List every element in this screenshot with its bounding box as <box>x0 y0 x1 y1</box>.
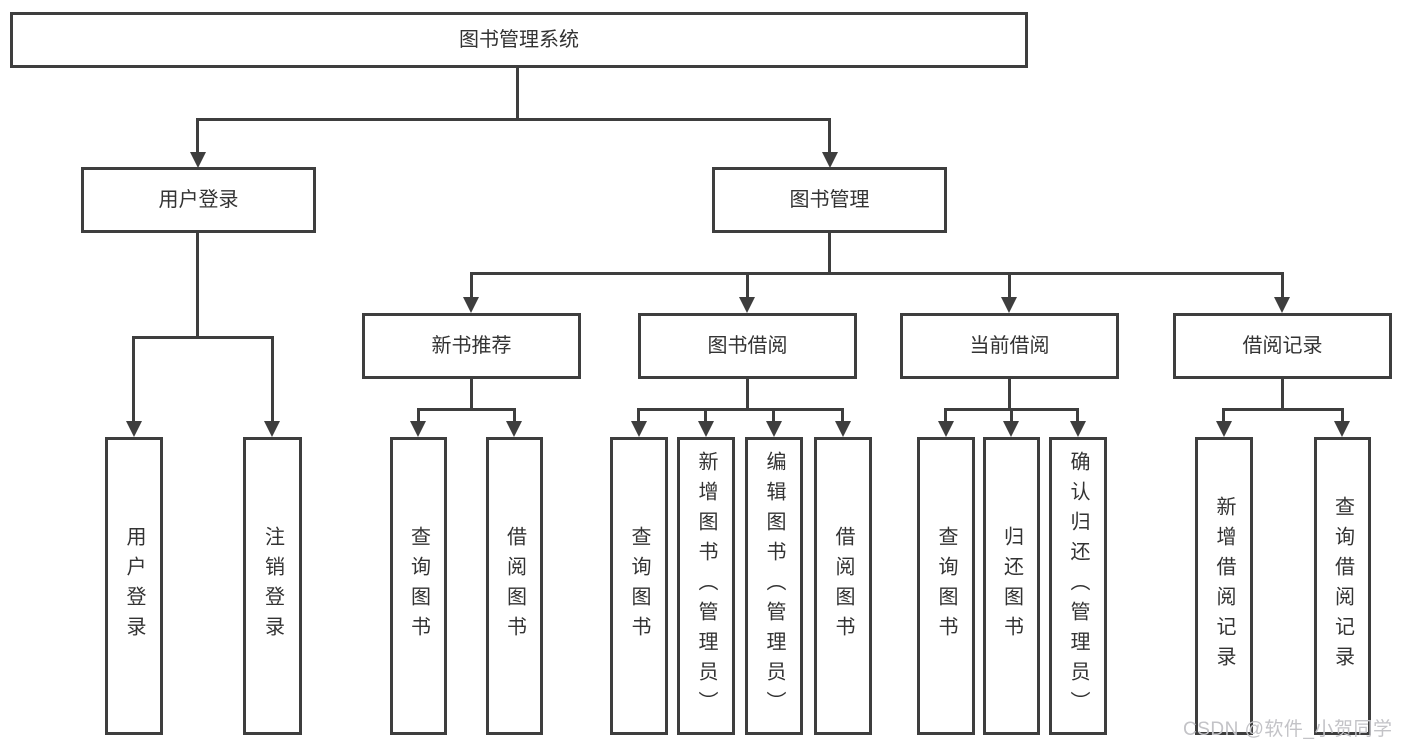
leaf-query-book-borrowing: 查询图书 <box>610 437 668 735</box>
arrow-down-icon <box>938 421 954 437</box>
leaf-borrow-book-recommend: 借阅图书 <box>486 437 543 735</box>
node-label: 图书管理 <box>789 189 870 211</box>
connector-line <box>746 379 749 408</box>
connector-line <box>418 408 516 411</box>
arrow-down-icon <box>739 297 755 313</box>
leaf-edit-book-admin: 编辑图书（管理员） <box>745 437 803 735</box>
connector-line <box>1010 408 1013 422</box>
leaf-label: 查询图书 <box>628 526 650 646</box>
leaf-query-book-recommend: 查询图书 <box>390 437 447 735</box>
leaf-label: 注销登录 <box>261 526 284 646</box>
node-user-login: 用户登录 <box>81 167 316 233</box>
connector-line <box>470 272 473 298</box>
node-current-borrowing: 当前借阅 <box>900 313 1119 379</box>
arrow-down-icon <box>410 421 426 437</box>
connector-line <box>132 336 135 423</box>
leaf-label: 借阅图书 <box>503 526 526 646</box>
connector-line <box>470 379 473 408</box>
connector-line <box>746 272 749 298</box>
leaf-label: 归还图书 <box>1000 526 1023 646</box>
connector-line <box>513 408 516 422</box>
node-label: 当前借阅 <box>969 335 1050 357</box>
arrow-down-icon <box>1216 421 1232 437</box>
connector-line <box>1281 272 1284 298</box>
node-new-book-recommend: 新书推荐 <box>362 313 581 379</box>
connector-line <box>1076 408 1079 422</box>
connector-line <box>417 408 420 422</box>
node-book-management: 图书管理 <box>712 167 947 233</box>
node-library-system: 图书管理系统 <box>10 12 1028 68</box>
leaf-query-book-current: 查询图书 <box>917 437 975 735</box>
connector-line <box>133 336 273 339</box>
arrow-down-icon <box>631 421 647 437</box>
connector-line <box>271 336 274 423</box>
node-label: 借阅记录 <box>1242 335 1323 357</box>
leaf-return-book: 归还图书 <box>983 437 1040 735</box>
leaf-add-borrow-record: 新增借阅记录 <box>1195 437 1253 735</box>
leaf-label: 新增图书（管理员） <box>695 451 717 721</box>
leaf-borrow-book: 借阅图书 <box>814 437 872 735</box>
leaf-confirm-return-admin: 确认归还（管理员） <box>1049 437 1107 735</box>
connector-line <box>1222 408 1225 422</box>
node-label: 图书管理系统 <box>459 29 579 51</box>
node-label: 图书借阅 <box>707 335 788 357</box>
connector-line <box>1008 272 1011 298</box>
connector-line <box>1222 408 1343 411</box>
node-label: 用户登录 <box>158 189 239 211</box>
leaf-label: 查询图书 <box>935 526 957 646</box>
connector-line <box>828 118 831 154</box>
node-book-borrowing: 图书借阅 <box>638 313 857 379</box>
node-label: 新书推荐 <box>431 335 512 357</box>
leaf-user-login: 用户登录 <box>105 437 163 735</box>
arrow-down-icon <box>1274 297 1290 313</box>
leaf-label: 新增借阅记录 <box>1213 496 1235 676</box>
arrow-down-icon <box>264 421 280 437</box>
connector-line <box>1341 408 1344 422</box>
arrow-down-icon <box>766 421 782 437</box>
connector-line <box>1008 379 1011 408</box>
arrow-down-icon <box>126 421 142 437</box>
connector-line <box>772 408 775 422</box>
leaf-label: 编辑图书（管理员） <box>763 451 785 721</box>
connector-line <box>1281 379 1284 408</box>
connector-line <box>196 118 831 121</box>
arrow-down-icon <box>463 297 479 313</box>
arrow-down-icon <box>506 421 522 437</box>
leaf-logout: 注销登录 <box>243 437 302 735</box>
leaf-add-book-admin: 新增图书（管理员） <box>677 437 735 735</box>
arrow-down-icon <box>1001 297 1017 313</box>
leaf-label: 借阅图书 <box>832 526 854 646</box>
leaf-label: 确认归还（管理员） <box>1067 451 1089 721</box>
arrow-down-icon <box>835 421 851 437</box>
arrow-down-icon <box>822 152 838 168</box>
connector-line <box>516 68 519 118</box>
connector-line <box>704 408 707 422</box>
arrow-down-icon <box>698 421 714 437</box>
connector-line <box>470 272 1283 275</box>
connector-line <box>637 408 640 422</box>
connector-line <box>828 233 831 272</box>
leaf-label: 查询图书 <box>407 526 430 646</box>
connector-line <box>637 408 843 411</box>
arrow-down-icon <box>1070 421 1086 437</box>
arrow-down-icon <box>190 152 206 168</box>
connector-line <box>196 233 199 336</box>
connector-line <box>841 408 844 422</box>
connector-line <box>944 408 947 422</box>
leaf-label: 查询借阅记录 <box>1331 496 1354 676</box>
arrow-down-icon <box>1334 421 1350 437</box>
leaf-query-borrow-record: 查询借阅记录 <box>1314 437 1371 735</box>
connector-line <box>196 118 199 154</box>
watermark-text: CSDN @软件_小贺同学 <box>1183 719 1393 740</box>
leaf-label: 用户登录 <box>123 526 145 646</box>
arrow-down-icon <box>1003 421 1019 437</box>
node-borrowing-records: 借阅记录 <box>1173 313 1392 379</box>
